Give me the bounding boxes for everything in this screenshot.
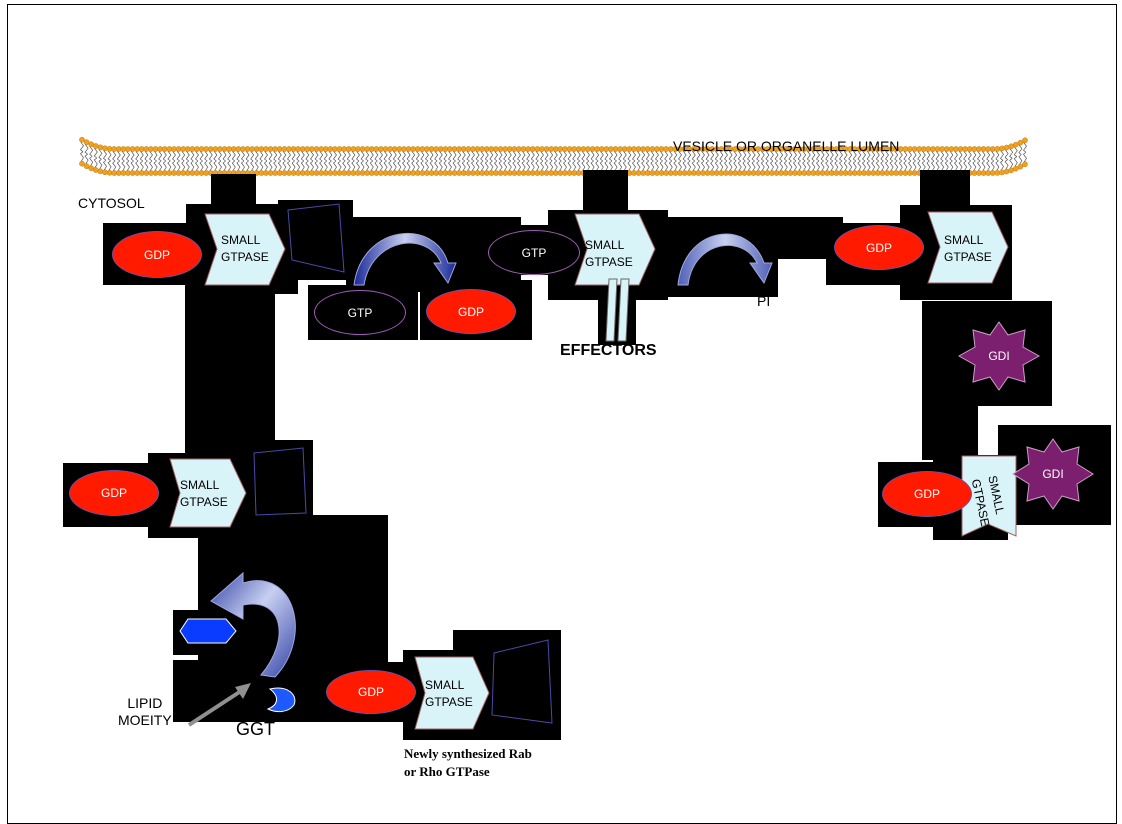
small-gtpase-label-1: SMALL	[180, 478, 219, 492]
small-gtpase-label-2: GTPASE	[585, 255, 633, 269]
small-gtpase-label-2: GTPASE	[180, 495, 228, 509]
lumen-label: VESICLE OR ORGANELLE LUMEN	[673, 138, 899, 154]
small-gtpase-label-1: SMALL	[425, 678, 464, 692]
gtpase-domain-outline	[248, 445, 314, 521]
mask-block	[185, 270, 275, 460]
effector-shape	[605, 277, 633, 343]
small-gtpase-4: SMALL GTPASE	[168, 457, 248, 529]
small-gtpase-label-2: GTPASE	[425, 695, 473, 709]
lipid-moiety-shape	[178, 617, 240, 645]
gtp-oval: GTP	[488, 230, 580, 275]
ggt-label: GGT	[236, 719, 275, 740]
small-gtpase-label-1: SMALL	[221, 233, 260, 247]
small-gtpase-label-1: SMALL	[585, 238, 624, 252]
small-gtpase-label-2: GTPASE	[944, 250, 992, 264]
small-gtpase-3: SMALL GTPASE	[926, 210, 1011, 285]
gdi-star: GDI	[957, 320, 1041, 392]
small-gtpase-2: SMALL GTPASE	[573, 212, 658, 287]
gdp-oval: GDP	[112, 231, 202, 278]
caption: Newly synthesized Rab or Rho GTPase	[404, 745, 532, 781]
small-gtpase-label-2: GTPASE	[221, 250, 269, 264]
gdp-oval: GDP	[326, 670, 416, 714]
gdi-star: GDI	[1011, 437, 1095, 511]
effectors-label: EFFECTORS	[560, 342, 657, 360]
gap-hydrolysis-arrow	[672, 217, 782, 289]
gdp-oval: GDP	[834, 225, 924, 270]
lipid-moiety-label: LIPID MOEITY	[118, 695, 172, 729]
gtpase-domain-outline	[486, 635, 558, 735]
gdp-oval: GDP	[882, 471, 972, 517]
gdp-oval: GDP	[426, 289, 516, 334]
cytosol-label: CYTOSOL	[78, 195, 145, 211]
pi-label: PI	[757, 293, 770, 309]
gtpase-domain-outline	[284, 202, 350, 278]
gdi-label: GDI	[1011, 437, 1095, 511]
gdi-label: GDI	[957, 320, 1041, 392]
diagram-frame: VESICLE OR ORGANELLE LUMEN CYTOSOL SMALL…	[7, 4, 1117, 824]
mask-block	[922, 400, 978, 460]
gef-exchange-arrow	[348, 217, 468, 289]
gtp-oval: GTP	[314, 290, 406, 335]
small-gtpase-5: SMALL GTPASE	[413, 655, 491, 731]
small-gtpase-1: SMALL GTPASE	[203, 212, 288, 287]
gdp-oval: GDP	[69, 470, 159, 516]
small-gtpase-label-1: SMALL	[944, 233, 983, 247]
